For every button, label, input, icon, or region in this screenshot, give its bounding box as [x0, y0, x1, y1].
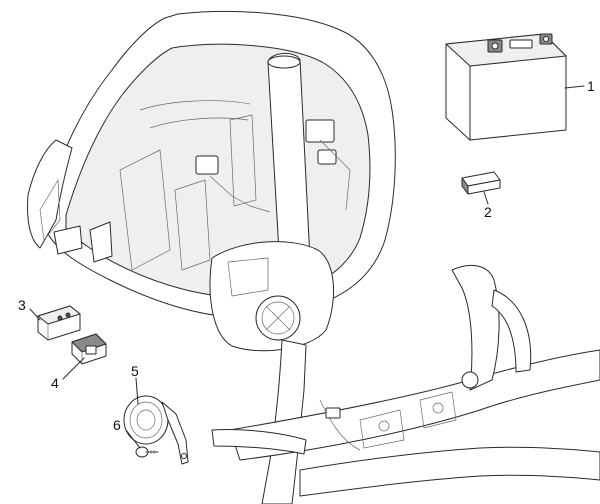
screw-part — [135, 446, 159, 458]
relay-part — [37, 305, 81, 341]
horn-part — [123, 395, 189, 465]
leader-lines — [29, 85, 585, 449]
battery-part — [445, 33, 567, 141]
callout-4: 4 — [51, 375, 59, 391]
callout-5: 5 — [131, 363, 139, 379]
callout-1: 1 — [587, 78, 595, 94]
scooter-frame — [211, 264, 600, 504]
fuse-block-part — [461, 171, 501, 195]
relay-connector-part — [71, 333, 107, 365]
scooter-front-assembly — [27, 10, 396, 352]
callout-labels: 1 2 3 4 5 6 — [18, 78, 595, 433]
callout-6: 6 — [113, 417, 121, 433]
callout-3: 3 — [18, 297, 26, 313]
callout-2: 2 — [484, 204, 492, 220]
